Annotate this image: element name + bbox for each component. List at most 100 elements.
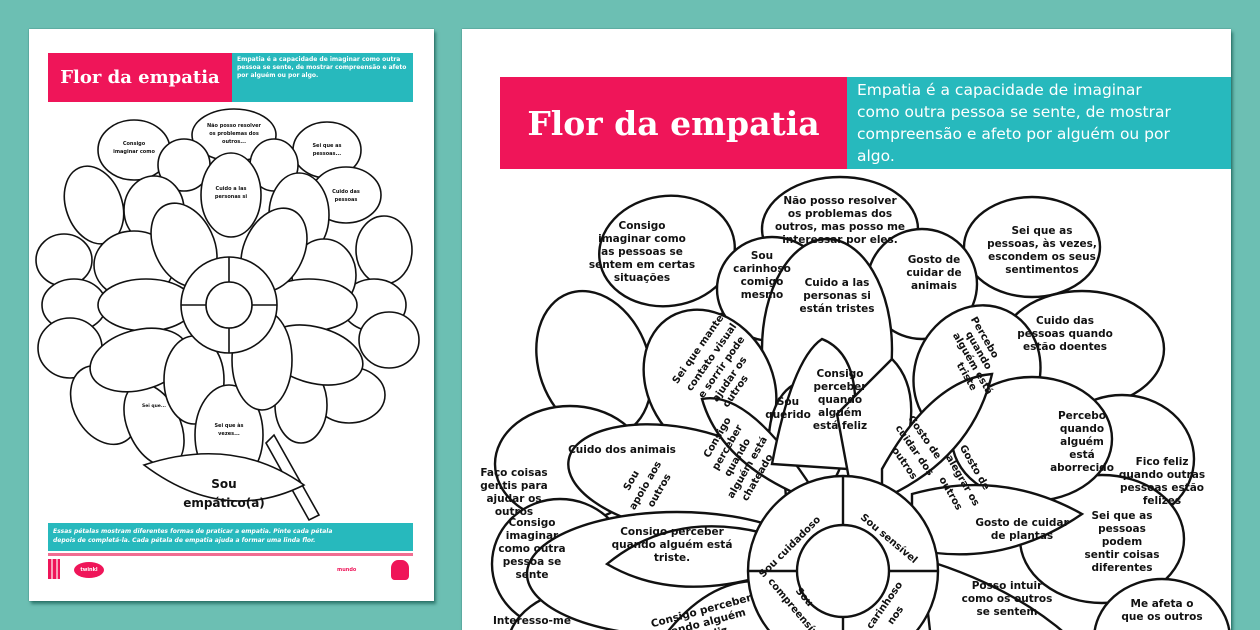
- svg-text:quando outras: quando outras: [1119, 469, 1205, 481]
- qr-code-icon: [48, 559, 60, 579]
- svg-text:mesmo: mesmo: [741, 289, 783, 301]
- svg-text:Gosto de: Gosto de: [908, 254, 961, 266]
- svg-text:alguém: alguém: [818, 407, 862, 419]
- svg-text:Sei que as: Sei que as: [1011, 225, 1072, 237]
- stem-label-bottom: empático(a): [183, 496, 265, 510]
- svg-text:ajudar os: ajudar os: [486, 493, 541, 505]
- svg-text:Posso intuir: Posso intuir: [972, 580, 1043, 592]
- brand-label: mundo: [337, 567, 357, 573]
- worksheet-header: Flor da empatia Empatia é a capacidade d…: [48, 53, 413, 102]
- svg-text:outros...: outros...: [222, 139, 246, 145]
- definition-line-3: compreensão e afeto por alguém ou por: [857, 125, 1170, 143]
- instructions-line-1: Essas pétalas mostram diferentes formas …: [53, 528, 333, 535]
- svg-text:pessoa se: pessoa se: [503, 556, 561, 568]
- svg-text:están tristes: están tristes: [799, 303, 874, 315]
- definition-line-2: como outra pessoa se sente, de mostrar: [857, 103, 1171, 121]
- empathy-definition: Empatia é a capacidade de imaginar como …: [232, 53, 413, 102]
- svg-text:outros, mas posso me: outros, mas posso me: [775, 221, 905, 233]
- svg-text:triste.: triste.: [654, 552, 690, 564]
- svg-text:alguém: alguém: [1060, 436, 1104, 448]
- svg-text:Sei que...: Sei que...: [142, 403, 166, 409]
- svg-text:Cuido dos animais: Cuido dos animais: [568, 444, 676, 456]
- flower-drawing-large: Não posso resolver os problemas dos outr…: [480, 175, 1231, 630]
- svg-text:Me afeta o: Me afeta o: [1131, 598, 1194, 610]
- svg-text:pessoas, às vezes,: pessoas, às vezes,: [987, 238, 1097, 250]
- svg-text:querido: querido: [765, 409, 811, 421]
- svg-text:Interesso-me: Interesso-me: [493, 615, 571, 627]
- svg-text:Sei que as: Sei que as: [1091, 510, 1152, 522]
- worksheet-detail-page: Flor da empatia Empatia é a capacidade d…: [462, 29, 1231, 630]
- svg-text:os problemas dos: os problemas dos: [209, 131, 259, 137]
- svg-text:Sou: Sou: [777, 396, 799, 408]
- svg-text:pessoas estão: pessoas estão: [1120, 482, 1204, 494]
- svg-text:estão doentes: estão doentes: [1023, 341, 1107, 353]
- svg-text:podem: podem: [1102, 536, 1142, 548]
- worksheet-thumbnail-page: Flor da empatia Empatia é a capacidade d…: [29, 29, 434, 601]
- definition-line-1: Empatia é a capacidade de imaginar: [857, 81, 1142, 99]
- svg-text:quando: quando: [818, 394, 862, 406]
- svg-text:Percebo: Percebo: [1058, 410, 1106, 422]
- svg-text:pessoas: pessoas: [1098, 523, 1146, 535]
- worksheet-title: Flor da empatia: [48, 53, 232, 102]
- svg-text:está feliz: está feliz: [813, 420, 867, 432]
- svg-text:Consigo: Consigo: [509, 517, 556, 529]
- stem-label-top: Sou: [211, 477, 236, 491]
- svg-text:os problemas dos: os problemas dos: [788, 208, 892, 220]
- svg-text:escondem os seus: escondem os seus: [988, 251, 1096, 263]
- empathy-definition-large: Empatia é a capacidade de imaginar como …: [847, 77, 1231, 169]
- svg-text:Consigo: Consigo: [619, 220, 666, 232]
- svg-text:vezes...: vezes...: [218, 431, 240, 437]
- svg-text:Não posso resolver: Não posso resolver: [207, 123, 262, 129]
- svg-text:aborrecido: aborrecido: [1050, 462, 1114, 474]
- svg-text:felizes: felizes: [1143, 495, 1181, 507]
- svg-text:perceber: perceber: [814, 381, 868, 393]
- svg-text:que os outros: que os outros: [1121, 611, 1202, 623]
- svg-text:as pessoas se: as pessoas se: [601, 246, 683, 258]
- svg-text:Sei que às: Sei que às: [214, 422, 243, 429]
- svg-text:Consigo: Consigo: [817, 368, 864, 380]
- svg-text:comigo: comigo: [741, 276, 784, 288]
- svg-text:está: está: [1069, 449, 1094, 461]
- instructions-line-2: depois de completá-la. Cada pétala de em…: [53, 537, 316, 544]
- svg-text:como os outros: como os outros: [962, 593, 1053, 605]
- svg-text:Consigo: Consigo: [123, 141, 146, 147]
- svg-text:Cuido das: Cuido das: [332, 189, 360, 195]
- svg-text:diferentes: diferentes: [1092, 562, 1153, 574]
- svg-text:carinhoso: carinhoso: [733, 263, 791, 275]
- svg-text:imaginar como: imaginar como: [598, 233, 686, 245]
- svg-text:Gosto de cuidar: Gosto de cuidar: [975, 517, 1069, 529]
- svg-text:interessar por eles.: interessar por eles.: [782, 234, 898, 246]
- svg-text:imaginar como: imaginar como: [113, 149, 155, 155]
- svg-text:Consigo perceber: Consigo perceber: [620, 526, 724, 538]
- svg-text:imaginar: imaginar: [506, 530, 559, 542]
- footer-divider: [48, 553, 413, 556]
- petal-text: Não posso resolver: [783, 195, 897, 207]
- svg-text:pessoas: pessoas: [335, 197, 358, 203]
- svg-text:gentis para: gentis para: [480, 480, 548, 492]
- svg-text:quando alguém está: quando alguém está: [612, 539, 733, 551]
- svg-text:se sentem: se sentem: [977, 606, 1038, 618]
- svg-text:de plantas: de plantas: [991, 530, 1053, 542]
- svg-text:Cuido das: Cuido das: [1036, 315, 1094, 327]
- flower-drawing: Não posso resolver os problemas dos outr…: [35, 108, 420, 522]
- svg-text:outros: outros: [495, 506, 533, 518]
- svg-text:Cuido a las: Cuido a las: [805, 277, 870, 289]
- definition-line-4: algo.: [857, 147, 895, 165]
- instructions-band: Essas pétalas mostram diferentes formas …: [48, 523, 413, 551]
- crown-logo-icon: [391, 560, 409, 580]
- svg-text:sentir coisas: sentir coisas: [1085, 549, 1160, 561]
- empathy-flower-thumbnail: Não posso resolver os problemas dos outr…: [34, 105, 429, 523]
- svg-text:personas si: personas si: [803, 290, 871, 302]
- svg-text:personas si: personas si: [215, 194, 247, 200]
- svg-text:sente: sente: [516, 569, 549, 581]
- svg-text:Cuido a las: Cuido a las: [216, 186, 247, 192]
- worksheet-header-large: Flor da empatia Empatia é a capacidade d…: [500, 77, 1231, 169]
- svg-text:Fico feliz: Fico feliz: [1136, 456, 1189, 468]
- svg-text:animais: animais: [911, 280, 957, 292]
- svg-text:cuidar de: cuidar de: [906, 267, 961, 279]
- svg-text:situações: situações: [614, 272, 670, 284]
- svg-text:Sou: Sou: [751, 250, 773, 262]
- worksheet-title-large: Flor da empatia: [500, 77, 847, 169]
- twinkl-logo-icon: twinkl: [74, 562, 104, 578]
- svg-text:pessoas quando: pessoas quando: [1017, 328, 1113, 340]
